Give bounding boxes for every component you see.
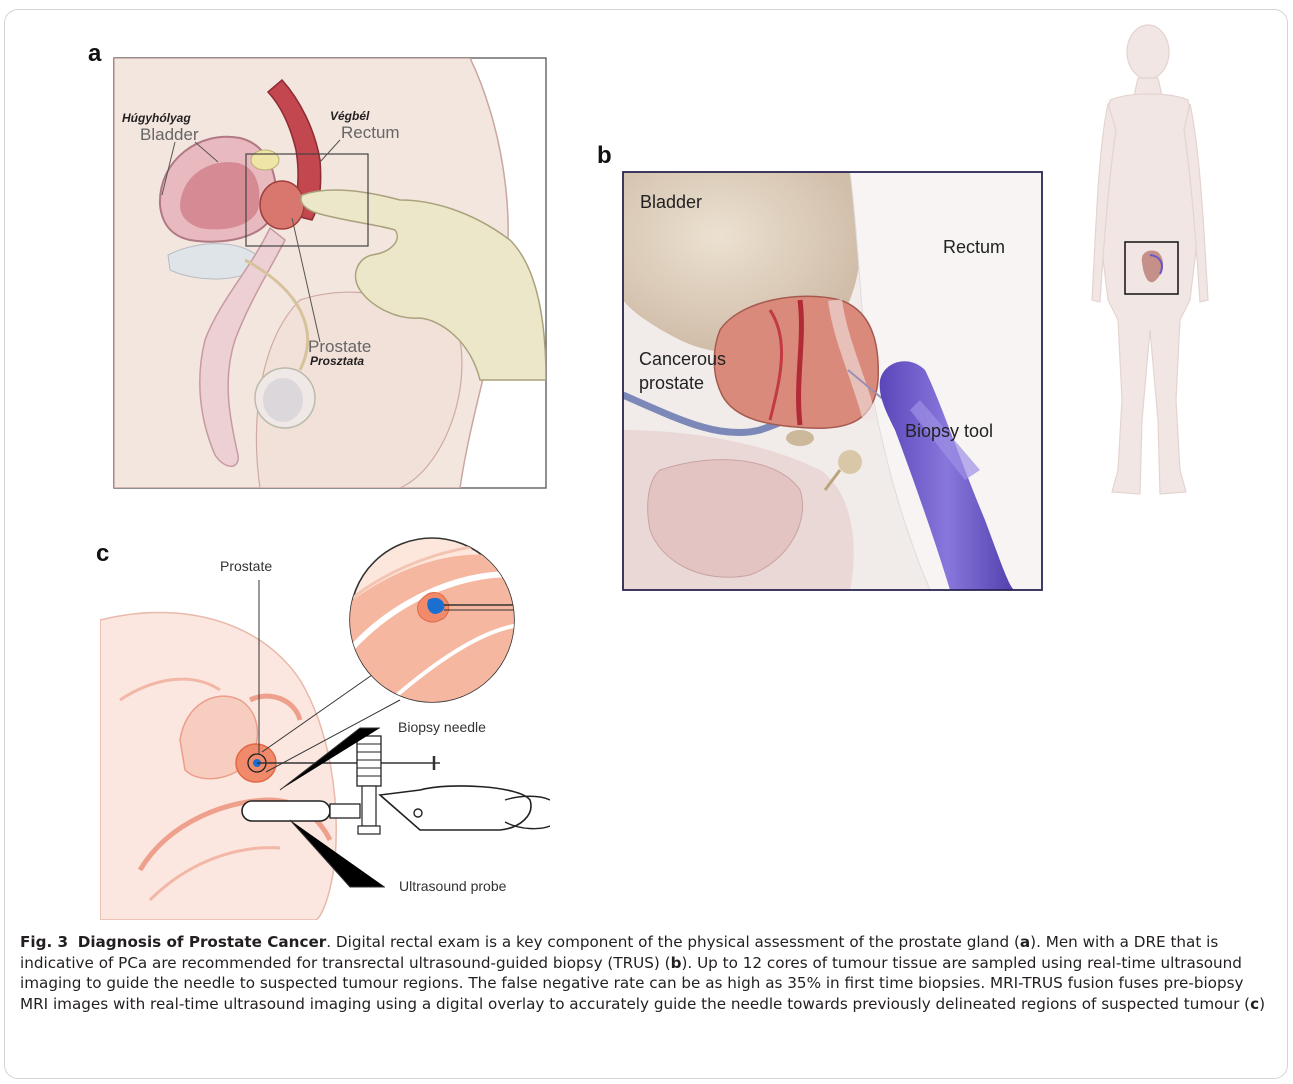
- caption-title: Diagnosis of Prostate Cancer: [78, 933, 327, 951]
- figure-caption: Fig. 3 Diagnosis of Prostate Cancer. Dig…: [20, 932, 1275, 1014]
- caption-ref-a: a: [1020, 933, 1030, 951]
- label-c-biopsy-needle: Biopsy needle: [398, 719, 486, 735]
- caption-text-1: . Digital rectal exam is a key component…: [326, 933, 1020, 951]
- label-c-ultrasound-probe: Ultrasound probe: [399, 878, 506, 894]
- caption-text-4: ): [1259, 995, 1265, 1013]
- caption-ref-c: c: [1250, 995, 1259, 1013]
- caption-fig-label: Fig. 3: [20, 933, 68, 951]
- caption-ref-b: b: [671, 954, 682, 972]
- label-c-prostate: Prostate: [220, 558, 272, 574]
